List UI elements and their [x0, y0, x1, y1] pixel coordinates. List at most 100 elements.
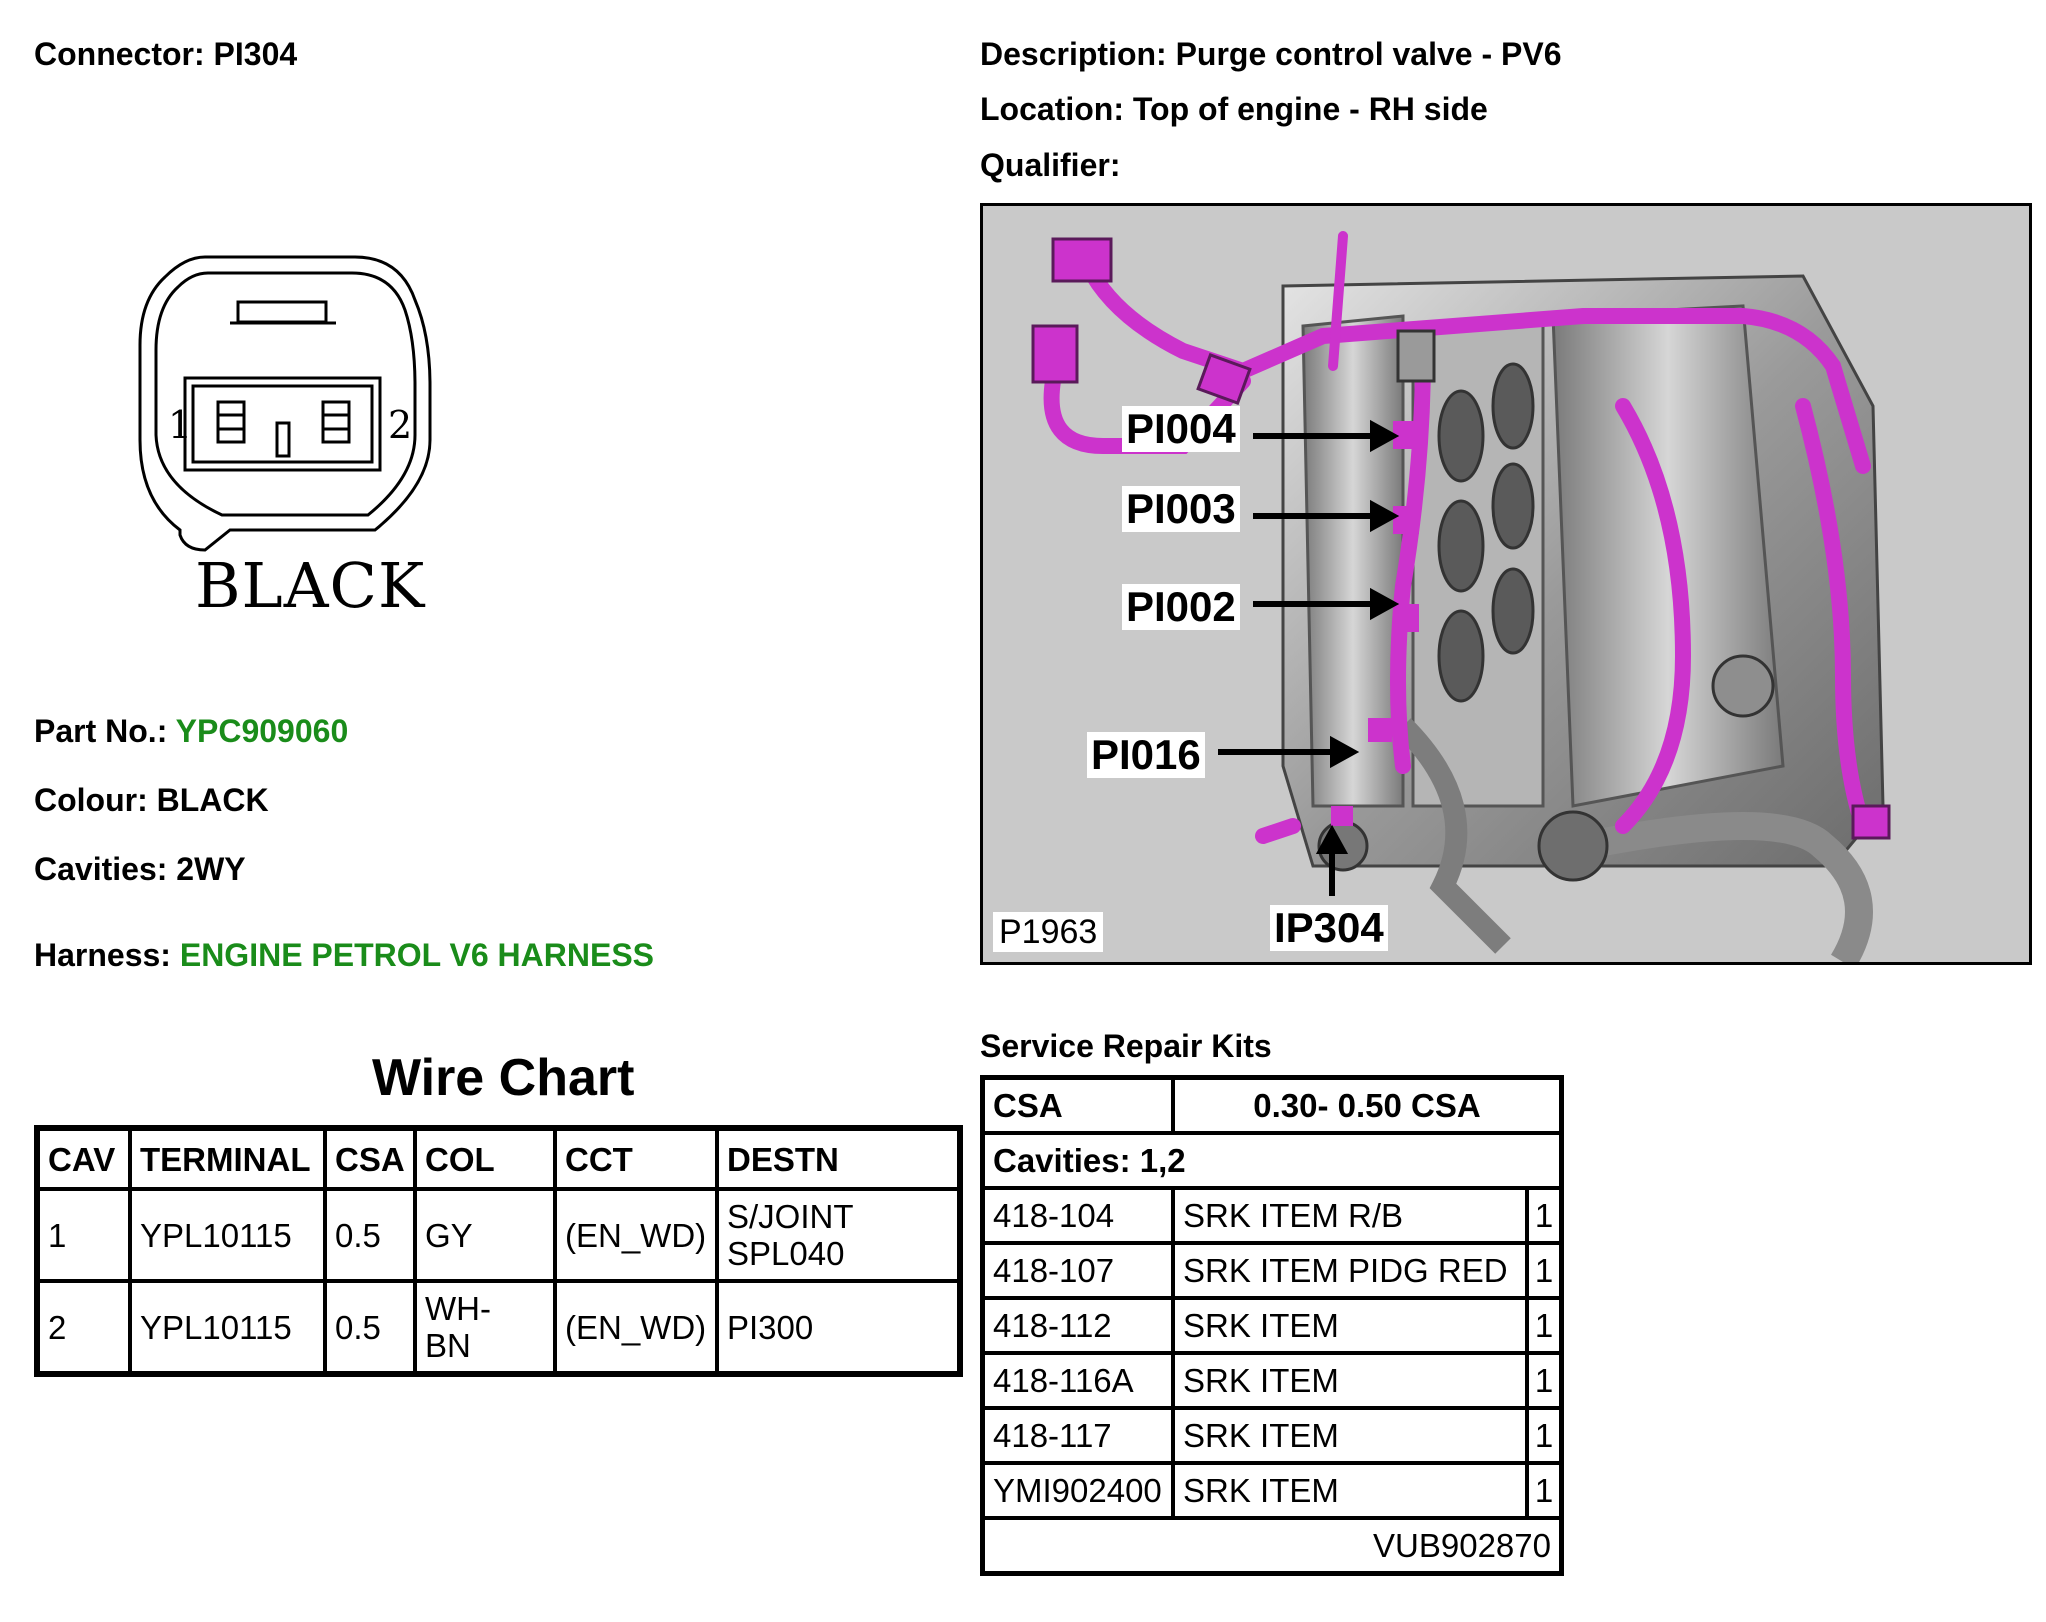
- kit-quantity: 1: [1525, 1186, 1564, 1245]
- kit-code: 418-107: [980, 1241, 1175, 1300]
- kits-cavities-row: Cavities: 1,2: [980, 1131, 1564, 1190]
- kit-code: 418-104: [980, 1186, 1175, 1245]
- cell-csa: 0.5: [323, 1279, 417, 1376]
- destn-line-1: S/JOINT: [727, 1198, 854, 1235]
- service-repair-kits-table: CSA 0.30- 0.50 CSA Cavities: 1,2 418-104…: [980, 1075, 1564, 1576]
- cell-cct: (EN_WD): [553, 1187, 719, 1283]
- connector-outline: [138, 255, 432, 552]
- header-csa: CSA: [323, 1126, 417, 1191]
- kit-quantity: 1: [1525, 1461, 1564, 1520]
- cell-col: WH- BN: [413, 1279, 557, 1376]
- part-number-label: Part No.:: [34, 713, 168, 749]
- cell-csa: 0.5: [323, 1187, 417, 1283]
- cell-cct: (EN_WD): [553, 1279, 719, 1376]
- kit-quantity: 1: [1525, 1296, 1564, 1355]
- kit-description: SRK ITEM R/B: [1171, 1186, 1529, 1245]
- col-line-2: BN: [425, 1327, 471, 1364]
- table-row: 418-116A SRK ITEM 1: [980, 1351, 1564, 1410]
- callout-arrows: [1218, 419, 1400, 896]
- wire-chart-table: CAV TERMINAL CSA COL CCT DESTN 1 YPL1011…: [34, 1125, 963, 1377]
- callout-pi004: PI004: [1122, 406, 1240, 452]
- table-row: 418-104 SRK ITEM R/B 1: [980, 1186, 1564, 1245]
- qualifier-label: Qualifier:: [980, 147, 1121, 183]
- kit-code: YMI902400: [980, 1461, 1175, 1520]
- kit-description: SRK ITEM: [1171, 1296, 1529, 1355]
- engine-location-photo: PI004 PI003 PI002 PI016 IP304 P1963: [980, 203, 2032, 965]
- part-number-link[interactable]: YPC909060: [175, 713, 349, 749]
- table-row: YMI902400 SRK ITEM 1: [980, 1461, 1564, 1520]
- colour-label: Colour:: [34, 782, 148, 818]
- harness-label: Harness:: [34, 937, 171, 973]
- connector-color-label: BLACK: [195, 549, 426, 622]
- kit-code: 418-117: [980, 1406, 1175, 1465]
- cell-destn: PI300: [715, 1279, 962, 1376]
- colour-field: Colour: BLACK: [34, 782, 269, 818]
- kits-cavities: Cavities: 1,2: [980, 1131, 1564, 1190]
- header-col: COL: [413, 1126, 557, 1191]
- kit-description: SRK ITEM: [1171, 1406, 1529, 1465]
- cell-destn: S/JOINT SPL040: [715, 1187, 962, 1283]
- location-value: Top of engine - RH side: [1132, 91, 1488, 127]
- connector-field: Connector: PI304: [34, 36, 297, 72]
- key-slot: [275, 421, 291, 458]
- kit-quantity: 1: [1525, 1351, 1564, 1410]
- location-field: Location: Top of engine - RH side: [980, 91, 1488, 127]
- cavities-value: 2WY: [176, 851, 246, 887]
- latch: [236, 300, 328, 324]
- kit-code: 418-112: [980, 1296, 1175, 1355]
- table-row: 1 YPL10115 0.5 GY (EN_WD) S/JOINT SPL040: [35, 1187, 962, 1283]
- kits-csa-label: CSA: [980, 1075, 1175, 1135]
- cavities-field: Cavities: 2WY: [34, 851, 246, 887]
- table-row: 418-112 SRK ITEM 1: [980, 1296, 1564, 1355]
- kits-csa-row: CSA 0.30- 0.50 CSA: [980, 1075, 1564, 1135]
- kit-code: 418-116A: [980, 1351, 1175, 1410]
- table-row: 2 YPL10115 0.5 WH- BN (EN_WD) PI300: [35, 1279, 962, 1376]
- kit-description: SRK ITEM: [1171, 1461, 1529, 1520]
- colour-value: BLACK: [156, 782, 269, 818]
- callout-ip304: IP304: [1270, 905, 1388, 951]
- photo-reference-id: P1963: [993, 912, 1104, 952]
- pin-2-number: 2: [388, 403, 412, 447]
- table-row: 418-107 SRK ITEM PIDG RED 1: [980, 1241, 1564, 1300]
- qualifier-field: Qualifier:: [980, 147, 1120, 183]
- pin-1-number: 1: [168, 403, 192, 447]
- col-line-1: WH-: [425, 1290, 491, 1327]
- wire-chart-title: Wire Chart: [372, 1049, 635, 1107]
- callout-pi002: PI002: [1122, 584, 1240, 630]
- pin-housing: [183, 376, 382, 472]
- pin-2-terminal: [321, 400, 351, 444]
- description-label: Description:: [980, 36, 1167, 72]
- connector-face-diagram: 1 2 BLACK: [138, 255, 432, 622]
- connector-id: PI304: [213, 36, 298, 72]
- description-field: Description: Purge control valve - PV6: [980, 36, 1561, 72]
- header-cav: CAV: [35, 1126, 132, 1191]
- harness-field: Harness: ENGINE PETROL V6 HARNESS: [34, 937, 654, 973]
- cavities-label: Cavities:: [34, 851, 168, 887]
- kits-reference-row: VUB902870: [980, 1516, 1564, 1576]
- cell-cav: 1: [35, 1187, 132, 1283]
- callout-pi016: PI016: [1087, 732, 1205, 778]
- cell-cav: 2: [35, 1279, 132, 1376]
- destn-line-2: SPL040: [727, 1235, 845, 1272]
- header-cct: CCT: [553, 1126, 719, 1191]
- header-destn: DESTN: [715, 1126, 962, 1191]
- location-label: Location:: [980, 91, 1124, 127]
- part-number-field: Part No.: YPC909060: [34, 713, 348, 749]
- kits-csa-value: 0.30- 0.50 CSA: [1171, 1075, 1564, 1135]
- cell-terminal: YPL10115: [128, 1187, 327, 1283]
- service-repair-kits-title: Service Repair Kits: [980, 1028, 1272, 1064]
- table-row: 418-117 SRK ITEM 1: [980, 1406, 1564, 1465]
- kits-reference: VUB902870: [980, 1516, 1564, 1576]
- harness-link[interactable]: ENGINE PETROL V6 HARNESS: [179, 937, 655, 973]
- description-value: Purge control valve - PV6: [1175, 36, 1562, 72]
- header-terminal: TERMINAL: [128, 1126, 327, 1191]
- kit-quantity: 1: [1525, 1241, 1564, 1300]
- kit-description: SRK ITEM: [1171, 1351, 1529, 1410]
- cell-col: GY: [413, 1187, 557, 1283]
- callout-pi003: PI003: [1122, 486, 1240, 532]
- engine-illustration: [1031, 231, 1891, 962]
- wire-chart-header-row: CAV TERMINAL CSA COL CCT DESTN: [35, 1126, 962, 1191]
- connector-label: Connector:: [34, 36, 205, 72]
- pin-1-terminal: [216, 400, 246, 444]
- cell-terminal: YPL10115: [128, 1279, 327, 1376]
